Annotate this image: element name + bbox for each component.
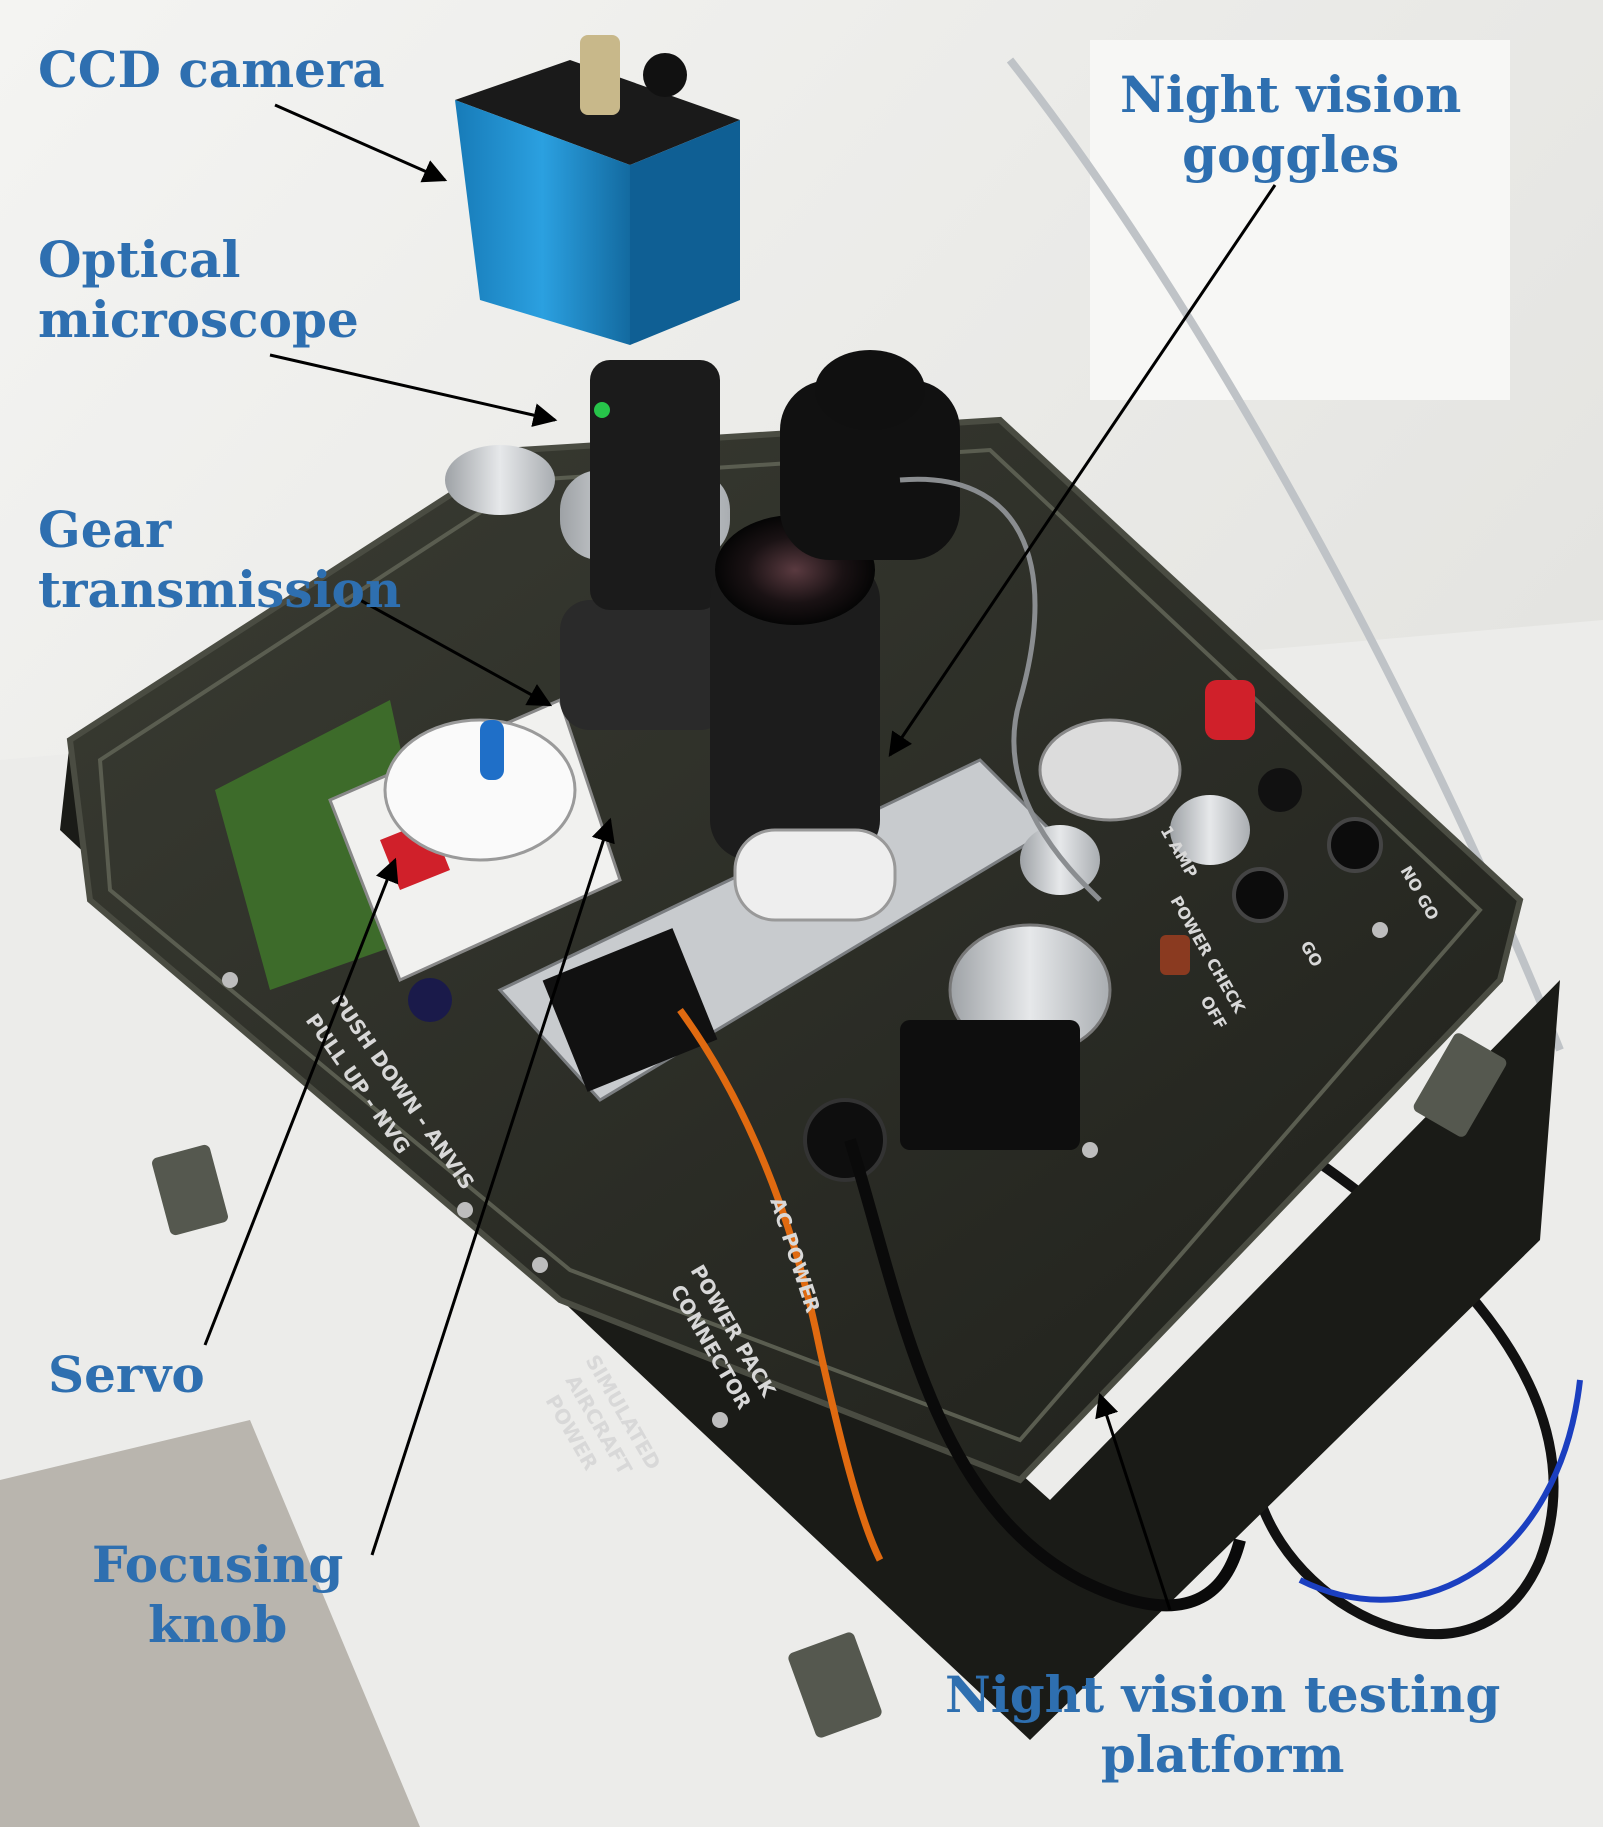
dark-cap [815,350,925,430]
arrow-focusing-knob [370,817,615,1556]
label-night-vision-goggles: Night vision goggles [1120,65,1461,185]
blue-servo-arm [480,720,504,780]
goggle-collar [733,828,897,922]
screw [1372,922,1388,938]
goggle-housing [780,380,960,560]
red-button [1205,680,1255,740]
label-platform-line1: Night vision testing [945,1665,1501,1724]
label-gear-line2: transmission [38,560,402,619]
camera-knob [643,53,687,97]
arrow-ccd-camera [274,103,448,183]
camera-body [455,100,630,345]
arrow-testing-platform [1095,1392,1172,1611]
label-optical-line2: microscope [38,290,359,349]
label-goggles-line1: Night vision [1120,65,1462,124]
servo-body [542,928,718,1092]
label-gear-transmission: Gear transmission [38,500,401,620]
label-optical-line1: Optical [38,230,241,289]
floor-area [0,1420,420,1827]
black-cable-front [844,1138,1246,1612]
indicator-lamp-2 [1232,867,1288,923]
label-focusing-line2: knob [148,1595,288,1654]
camera-connector [580,35,620,115]
latch-right [1413,1033,1507,1137]
latch-left [152,1144,228,1236]
power-switch [1160,935,1190,975]
goggle-eyepiece [710,560,880,860]
arrow-gear-transmission [359,598,553,707]
green-led [594,402,610,418]
label-optical-microscope: Optical microscope [38,230,359,350]
screw [1082,1142,1098,1158]
blue-knob [408,978,452,1022]
label-gear-line1: Gear [38,500,172,559]
gear-wheel [383,718,577,862]
arrow-optical-microscope [269,353,558,427]
label-servo: Servo [48,1345,205,1404]
screw [457,1202,473,1218]
window-disc [1038,718,1182,822]
screw [222,972,238,988]
clamp-block [900,1020,1080,1150]
screw [532,1257,548,1273]
blue-cable [1298,1379,1583,1603]
indicator-lamp-1 [1327,817,1383,873]
label-testing-platform: Night vision testing platform [945,1665,1500,1785]
arrow-night-vision-goggles [888,184,1277,757]
black-switch [1258,768,1302,812]
microscope-base [560,600,730,730]
silver-knob-small [1170,795,1250,865]
ac-connector [803,1098,887,1182]
camera-side [630,120,740,345]
label-ccd-camera: CCD camera [38,40,385,99]
latch-bottom [788,1632,882,1738]
screw [712,1412,728,1428]
wall-panel [1090,40,1510,400]
label-platform-line2: platform [1100,1725,1345,1784]
label-goggles-line2: goggles [1182,125,1400,184]
label-focusing-knob: Focusing knob [92,1535,343,1655]
orange-wire [677,1007,884,1562]
gray-wire-panel [899,476,1102,902]
microscope-barrel [590,360,720,610]
arrow-servo [203,857,399,1346]
label-focusing-line1: Focusing [92,1535,344,1594]
silver-knob-left [445,445,555,515]
